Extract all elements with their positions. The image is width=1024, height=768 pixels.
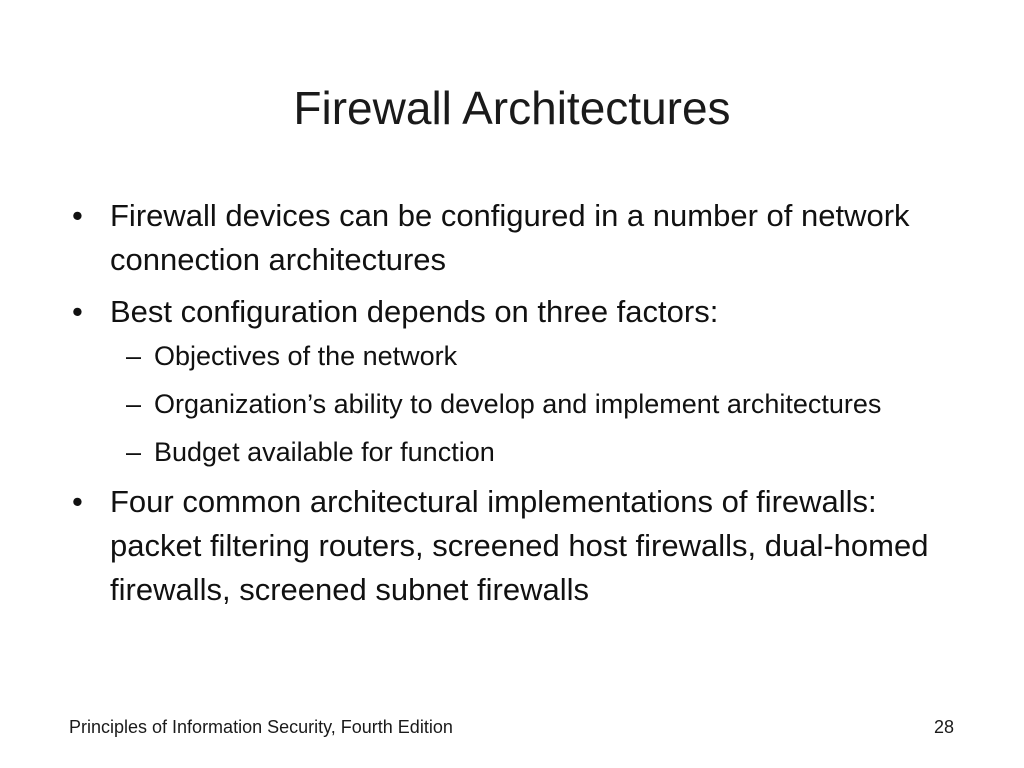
page-number: 28 — [933, 717, 954, 737]
bullet-text: Firewall devices can be configured in a … — [110, 198, 910, 277]
sub-bullet-item: – Budget available for function — [110, 432, 968, 472]
dash-icon: – — [126, 389, 142, 419]
dash-icon: – — [126, 437, 142, 467]
bullet-item: • Firewall devices can be configured in … — [68, 194, 968, 282]
sub-bullet-item: – Organization’s ability to develop and … — [110, 384, 968, 424]
footer-book-title: Principles of Information Security, Four… — [69, 717, 453, 737]
bullet-item: • Four common architectural implementati… — [68, 480, 968, 612]
dash-icon: – — [126, 341, 142, 371]
sub-bullet-list: – Objectives of the network – Organizati… — [110, 336, 968, 472]
sub-bullet-text: Budget available for function — [154, 437, 495, 467]
bullet-icon: • — [72, 294, 83, 329]
sub-bullet-text: Organization’s ability to develop and im… — [154, 389, 882, 419]
bullet-list: • Firewall devices can be configured in … — [68, 194, 968, 620]
bullet-icon: • — [72, 484, 83, 519]
bullet-icon: • — [72, 198, 83, 233]
bullet-text: Four common architectural implementation… — [110, 484, 929, 607]
sub-bullet-text: Objectives of the network — [154, 341, 458, 371]
slide-title: Firewall Architectures — [293, 82, 731, 134]
bullet-item: • Best configuration depends on three fa… — [68, 290, 968, 472]
bullet-text: Best configuration depends on three fact… — [110, 294, 719, 329]
sub-bullet-item: – Objectives of the network — [110, 336, 968, 376]
